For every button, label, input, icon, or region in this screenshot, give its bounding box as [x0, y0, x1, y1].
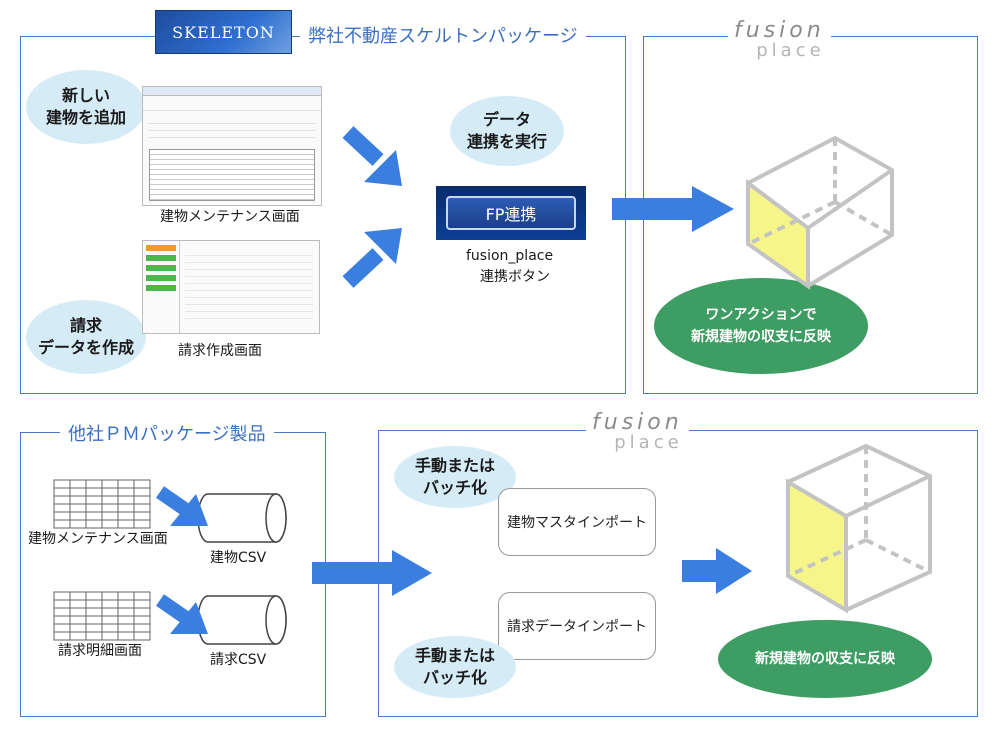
- result-reflect-building: 新規建物の収支に反映: [718, 620, 932, 698]
- caption-other-billing: 請求明細画面: [58, 643, 142, 659]
- skeleton-logo: SKELETON: [155, 10, 292, 54]
- fusion-place-logo-top: fusion place: [728, 20, 831, 60]
- arrow-down-right-icon: [342, 126, 402, 186]
- fp-link-button-frame: FP連携: [436, 186, 586, 240]
- place-word: place: [614, 432, 683, 453]
- bubble-manual-batch-bottom: 手動または バッチ化: [394, 636, 516, 698]
- skeleton-logo-text: SKELETON: [172, 22, 275, 42]
- billing-data-import-box: 請求データインポート: [498, 592, 656, 660]
- csv-storage-icon: [197, 595, 287, 645]
- caption-billing-creation: 請求作成画面: [178, 343, 262, 359]
- fp-caption-line1: fusion_place: [466, 248, 554, 264]
- cube-icon: [746, 135, 894, 290]
- bubble-add-building: 新しい 建物を追加: [26, 70, 146, 144]
- csv-storage-icon: [197, 493, 287, 543]
- skeleton-title: 弊社不動産スケルトンパッケージ: [300, 22, 586, 48]
- arrow-right-icon: [612, 186, 734, 232]
- bubble-execute-link: データ 連携を実行: [450, 96, 564, 166]
- fusion-word: fusion: [734, 18, 825, 43]
- billing-creation-screenshot: [142, 240, 320, 334]
- arrow-right-icon: [682, 548, 752, 594]
- arrow-down-right-icon: [156, 486, 208, 526]
- billing-data-import-label: 請求データインポート: [507, 619, 647, 635]
- cube-icon: [786, 443, 932, 614]
- fusion-word: fusion: [592, 410, 683, 435]
- building-maintenance-screenshot: [142, 86, 322, 206]
- arrow-up-right-icon: [342, 228, 402, 288]
- table-grid-icon: [53, 479, 151, 529]
- place-word: place: [756, 40, 825, 61]
- csv-building-label: 建物CSV: [210, 550, 267, 566]
- fp-caption-line2: 連携ボタン: [480, 269, 550, 285]
- building-master-import-label: 建物マスタインポート: [507, 515, 647, 531]
- caption-building-maintenance: 建物メンテナンス画面: [160, 209, 300, 225]
- bubble-manual-batch-top: 手動または バッチ化: [394, 446, 516, 508]
- fp-link-button[interactable]: FP連携: [446, 196, 576, 230]
- bubble-create-billing: 請求 データを作成: [26, 300, 146, 374]
- fusion-place-logo-bottom: fusion place: [586, 412, 689, 452]
- table-grid-icon: [53, 591, 151, 641]
- arrow-right-icon: [312, 550, 432, 596]
- other-pm-title: 他社ＰＭパッケージ製品: [60, 420, 274, 446]
- caption-other-building: 建物メンテナンス画面: [28, 531, 168, 547]
- csv-billing-label: 請求CSV: [210, 652, 267, 668]
- result-one-action: ワンアクションで 新規建物の収支に反映: [654, 278, 868, 374]
- arrow-down-right-icon: [156, 594, 208, 634]
- building-master-import-box: 建物マスタインポート: [498, 488, 656, 556]
